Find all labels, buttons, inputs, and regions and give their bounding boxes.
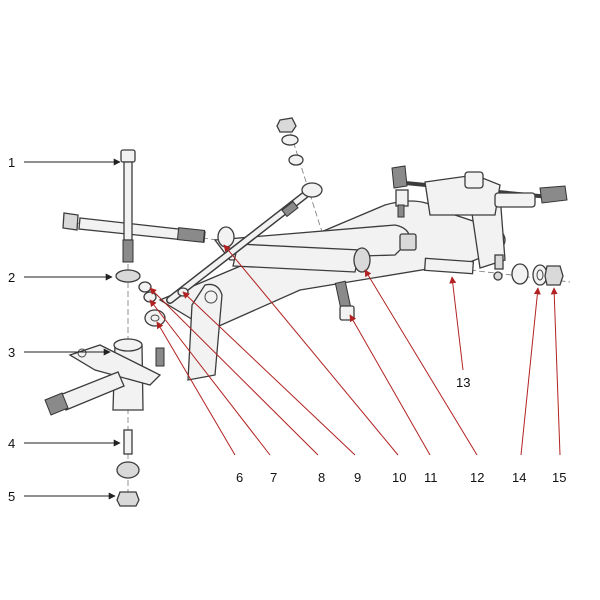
callout-leaders xyxy=(24,158,561,500)
callout-labels: 1 2 3 4 5 6 7 8 9 10 11 12 13 14 15 xyxy=(8,155,566,504)
leader-7 xyxy=(149,299,271,456)
steering-joint-assembly xyxy=(391,165,568,281)
callout-13: 13 xyxy=(456,375,470,390)
vertical-bolt-stack xyxy=(276,117,355,321)
callout-14: 14 xyxy=(512,470,526,485)
leader-14 xyxy=(520,287,541,456)
callout-3: 3 xyxy=(8,345,15,360)
leader-6 xyxy=(156,321,236,456)
callout-7: 7 xyxy=(270,470,277,485)
leader-13 xyxy=(449,276,464,371)
callout-11: 11 xyxy=(424,470,438,485)
long-bolt xyxy=(62,212,235,248)
callout-2: 2 xyxy=(8,270,15,285)
leader-12 xyxy=(364,269,478,456)
callout-8: 8 xyxy=(318,470,325,485)
leader-15 xyxy=(550,287,561,456)
leader-11 xyxy=(349,314,431,456)
rear-hardware xyxy=(423,257,564,286)
center-lines xyxy=(67,124,571,500)
leader-9 xyxy=(182,291,356,456)
callout-1: 1 xyxy=(8,155,15,170)
callout-9: 9 xyxy=(354,470,361,485)
leader-8 xyxy=(149,287,319,456)
callout-4: 4 xyxy=(8,436,15,451)
callout-12: 12 xyxy=(470,470,484,485)
king-pin-assembly xyxy=(44,149,165,507)
callout-10: 10 xyxy=(392,470,406,485)
callout-5: 5 xyxy=(8,489,15,504)
tie-rod xyxy=(144,182,323,327)
callout-6: 6 xyxy=(236,470,243,485)
callout-15: 15 xyxy=(552,470,566,485)
leader-10 xyxy=(223,244,399,456)
